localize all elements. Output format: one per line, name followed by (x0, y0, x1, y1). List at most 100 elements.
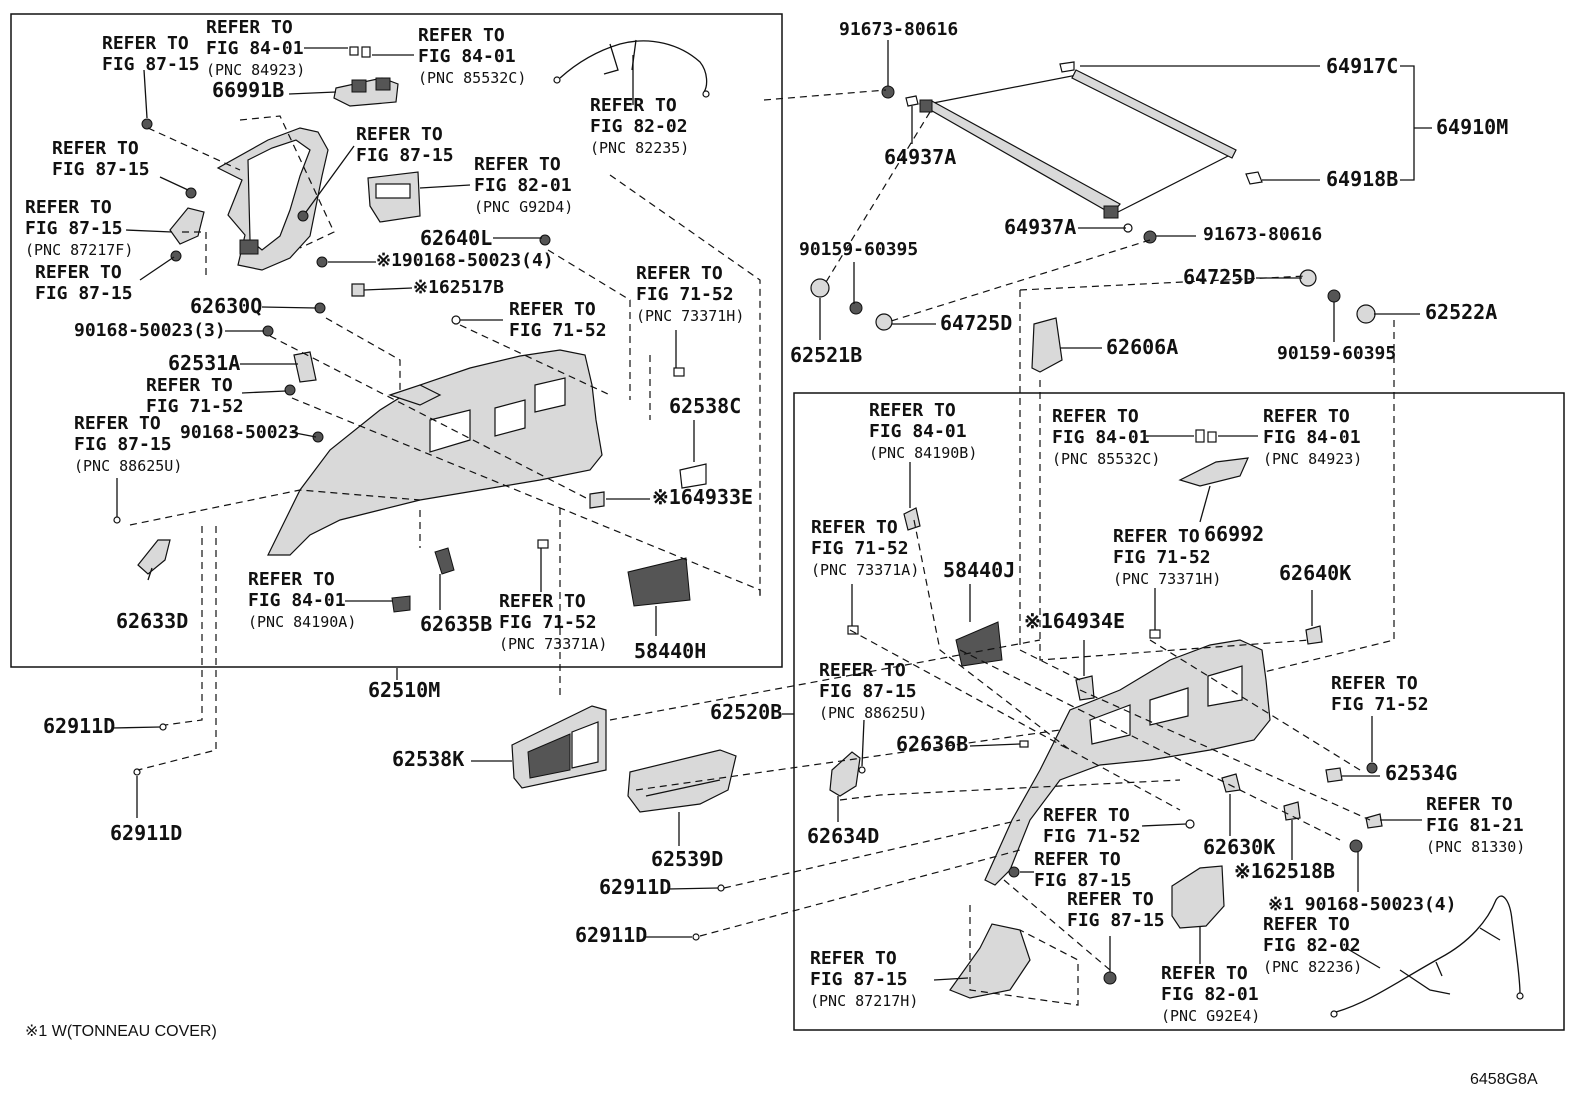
part-number-label: 64937A (884, 145, 956, 169)
part-number-label: 91673-80616 (839, 19, 958, 40)
part-number-label: 62911D (43, 714, 115, 738)
right-wire-harness (1330, 895, 1524, 1018)
refer-to-label-line: FIG 71-52 (499, 612, 597, 633)
refer-to-label-line: (PNC 85532C) (1052, 450, 1160, 468)
refer-to-label-line: REFER TO (1052, 406, 1139, 427)
refer-to-label-line: REFER TO (1331, 673, 1418, 694)
part-number-label: 64917C (1326, 54, 1398, 78)
refer-to-label-line: (PNC G92D4) (474, 198, 573, 216)
refer-to-label-line: FIG 82-02 (590, 116, 688, 137)
part-number-label: 64725D (940, 311, 1012, 335)
part-number-label: 64918B (1326, 167, 1398, 191)
part-number-label: 62538C (669, 394, 741, 418)
refer-to-label-line: (PNC 81330) (1426, 838, 1525, 856)
refer-to-label-line: FIG 82-02 (1263, 935, 1361, 956)
part-number-label: 90168-50023 (180, 422, 299, 443)
part-number-label: 62534G (1385, 761, 1457, 785)
part-number-label: ※162518B (1234, 859, 1335, 883)
part-number-label: 90168-50023(3) (74, 320, 226, 341)
part-number-label: 62633D (116, 609, 188, 633)
part-number-label: 62630Q (190, 294, 262, 318)
refer-to-label-line: REFER TO (146, 375, 233, 396)
part-number-label: 62635B (420, 612, 492, 636)
part-number-label: 62539D (651, 847, 723, 871)
refer-to-label-line: REFER TO (52, 138, 139, 159)
refer-to-label-line: FIG 87-15 (1067, 910, 1165, 931)
tonneau-cover (881, 61, 1263, 244)
refer-to-label-line: FIG 87-15 (356, 145, 454, 166)
dashed-assembly-lines (129, 89, 1395, 1006)
refer-to-label-line: (PNC 73371H) (1113, 570, 1221, 588)
refer-to-label-line: FIG 84-01 (1263, 427, 1361, 448)
refer-to-label-line: (PNC 73371A) (811, 561, 919, 579)
refer-to-label-line: REFER TO (102, 33, 189, 54)
refer-to-label-line: FIG 71-52 (146, 396, 244, 417)
refer-to-label-line: REFER TO (1043, 805, 1130, 826)
refer-to-label-line: FIG 81-21 (1426, 815, 1524, 836)
part-number-label: 64937A (1004, 215, 1076, 239)
refer-to-label-line: (PNC 73371A) (499, 635, 607, 653)
refer-to-label-line: REFER TO (474, 154, 561, 175)
refer-to-label-line: REFER TO (869, 400, 956, 421)
refer-to-label-line: FIG 71-52 (811, 538, 909, 559)
refer-to-label-line: FIG 82-01 (1161, 984, 1259, 1005)
refer-to-label-line: REFER TO (356, 124, 443, 145)
part-number-label: 58440H (634, 639, 706, 663)
part-number-label: 62538K (392, 747, 464, 771)
refer-to-label-line: REFER TO (1067, 889, 1154, 910)
part-number-label: 62636B (896, 732, 968, 756)
left-deck-side-trim (267, 349, 603, 556)
refer-to-label-line: FIG 87-15 (810, 969, 908, 990)
refer-to-label-line: REFER TO (1263, 406, 1350, 427)
left-small-parts (113, 46, 707, 613)
part-number-label: 91673-80616 (1203, 224, 1322, 245)
refer-to-label-line: (PNC G92E4) (1161, 1007, 1260, 1025)
refer-to-label-line: REFER TO (25, 197, 112, 218)
refer-to-label-line: REFER TO (418, 25, 505, 46)
part-number-label: 66991B (212, 78, 284, 102)
refer-to-label-line: FIG 84-01 (418, 46, 516, 67)
refer-to-label-line: FIG 87-15 (74, 434, 172, 455)
part-number-label: 62606A (1106, 335, 1178, 359)
refer-to-label-line: REFER TO (590, 95, 677, 116)
refer-to-label-line: (PNC 88625U) (74, 457, 182, 475)
part-number-label: 62911D (599, 875, 671, 899)
part-number-label: 62911D (110, 821, 182, 845)
refer-to-label-line: (PNC 84190B) (869, 444, 977, 462)
refer-to-label-line: FIG 84-01 (1052, 427, 1150, 448)
refer-to-label-line: REFER TO (509, 299, 596, 320)
part-number-label: 90159-60395 (799, 239, 918, 260)
refer-to-label-line: FIG 71-52 (1043, 826, 1141, 847)
part-number-label: 62522A (1425, 300, 1497, 324)
refer-to-label-line: (PNC 84923) (206, 61, 305, 79)
refer-to-label-line: FIG 84-01 (206, 38, 304, 59)
refer-to-label-line: (PNC 82236) (1263, 958, 1362, 976)
right-frame (793, 392, 1565, 1031)
left-wire-harness (553, 39, 710, 98)
part-number-label: 62640K (1279, 561, 1351, 585)
